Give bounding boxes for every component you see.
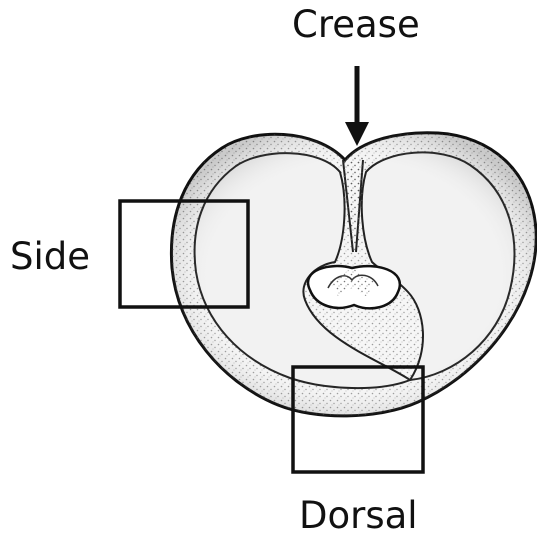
dorsal-label: Dorsal	[299, 497, 418, 534]
crease-label: Crease	[292, 6, 420, 43]
side-label: Side	[10, 238, 90, 275]
crease-arrow-head	[345, 122, 369, 146]
